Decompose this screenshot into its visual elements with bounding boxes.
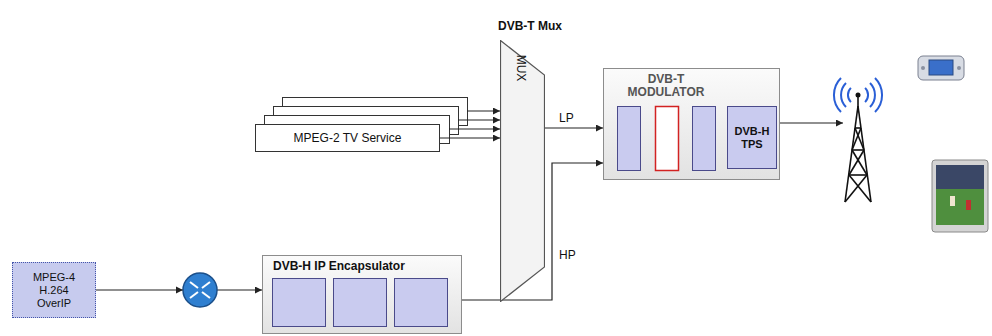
node-label: MUX xyxy=(514,53,528,83)
encapsulator-block xyxy=(273,279,326,327)
service-arrow xyxy=(449,128,500,129)
antenna-tower xyxy=(845,96,871,202)
signal-waves xyxy=(834,78,882,112)
mux-heading: DVB-T Mux xyxy=(498,19,562,33)
handheld-device xyxy=(918,56,964,80)
encapsulator-box: DVB-H IP Encapsulator xyxy=(262,255,462,334)
mux-trapezoid: DVB-T MuxMUX xyxy=(500,40,545,302)
edge-label: HP xyxy=(557,248,578,262)
edge-label: LP xyxy=(557,111,576,125)
modulator-block xyxy=(618,107,641,171)
mux-shape xyxy=(501,41,545,302)
signal-connector xyxy=(545,127,603,128)
encapsulator-block xyxy=(395,279,448,327)
modulator-panel xyxy=(603,68,780,180)
node-label: DVB-H TPS xyxy=(730,125,774,151)
encapsulator-block xyxy=(334,279,387,327)
service-arrow xyxy=(458,119,500,120)
service-box: MPEG-2 TV Service xyxy=(255,124,440,152)
service-arrow xyxy=(467,110,500,111)
modulator-block xyxy=(693,107,716,171)
source-box: MPEG-4 H.264 OverIP xyxy=(12,262,96,318)
router-arrowhead xyxy=(176,287,183,294)
router-arrows xyxy=(190,282,210,298)
router-icon xyxy=(183,273,217,307)
node-label: DVB-T MODULATOR xyxy=(610,73,722,99)
television xyxy=(932,160,988,232)
signal-connector xyxy=(440,137,500,138)
node-label: MPEG-2 TV Service xyxy=(294,131,402,145)
modulator-box: DVB-T MODULATOR DVB-H TPS xyxy=(603,68,780,180)
antenna-tip xyxy=(856,93,861,98)
node-label: DVB-H IP Encapsulator xyxy=(273,259,461,273)
encapsulator-panel xyxy=(262,255,462,334)
modulator-block-highlight xyxy=(656,107,679,171)
transmit-arrow xyxy=(780,122,843,123)
node-label: MPEG-4 H.264 OverIP xyxy=(23,271,85,310)
tps-box: DVB-H TPS xyxy=(727,106,777,169)
